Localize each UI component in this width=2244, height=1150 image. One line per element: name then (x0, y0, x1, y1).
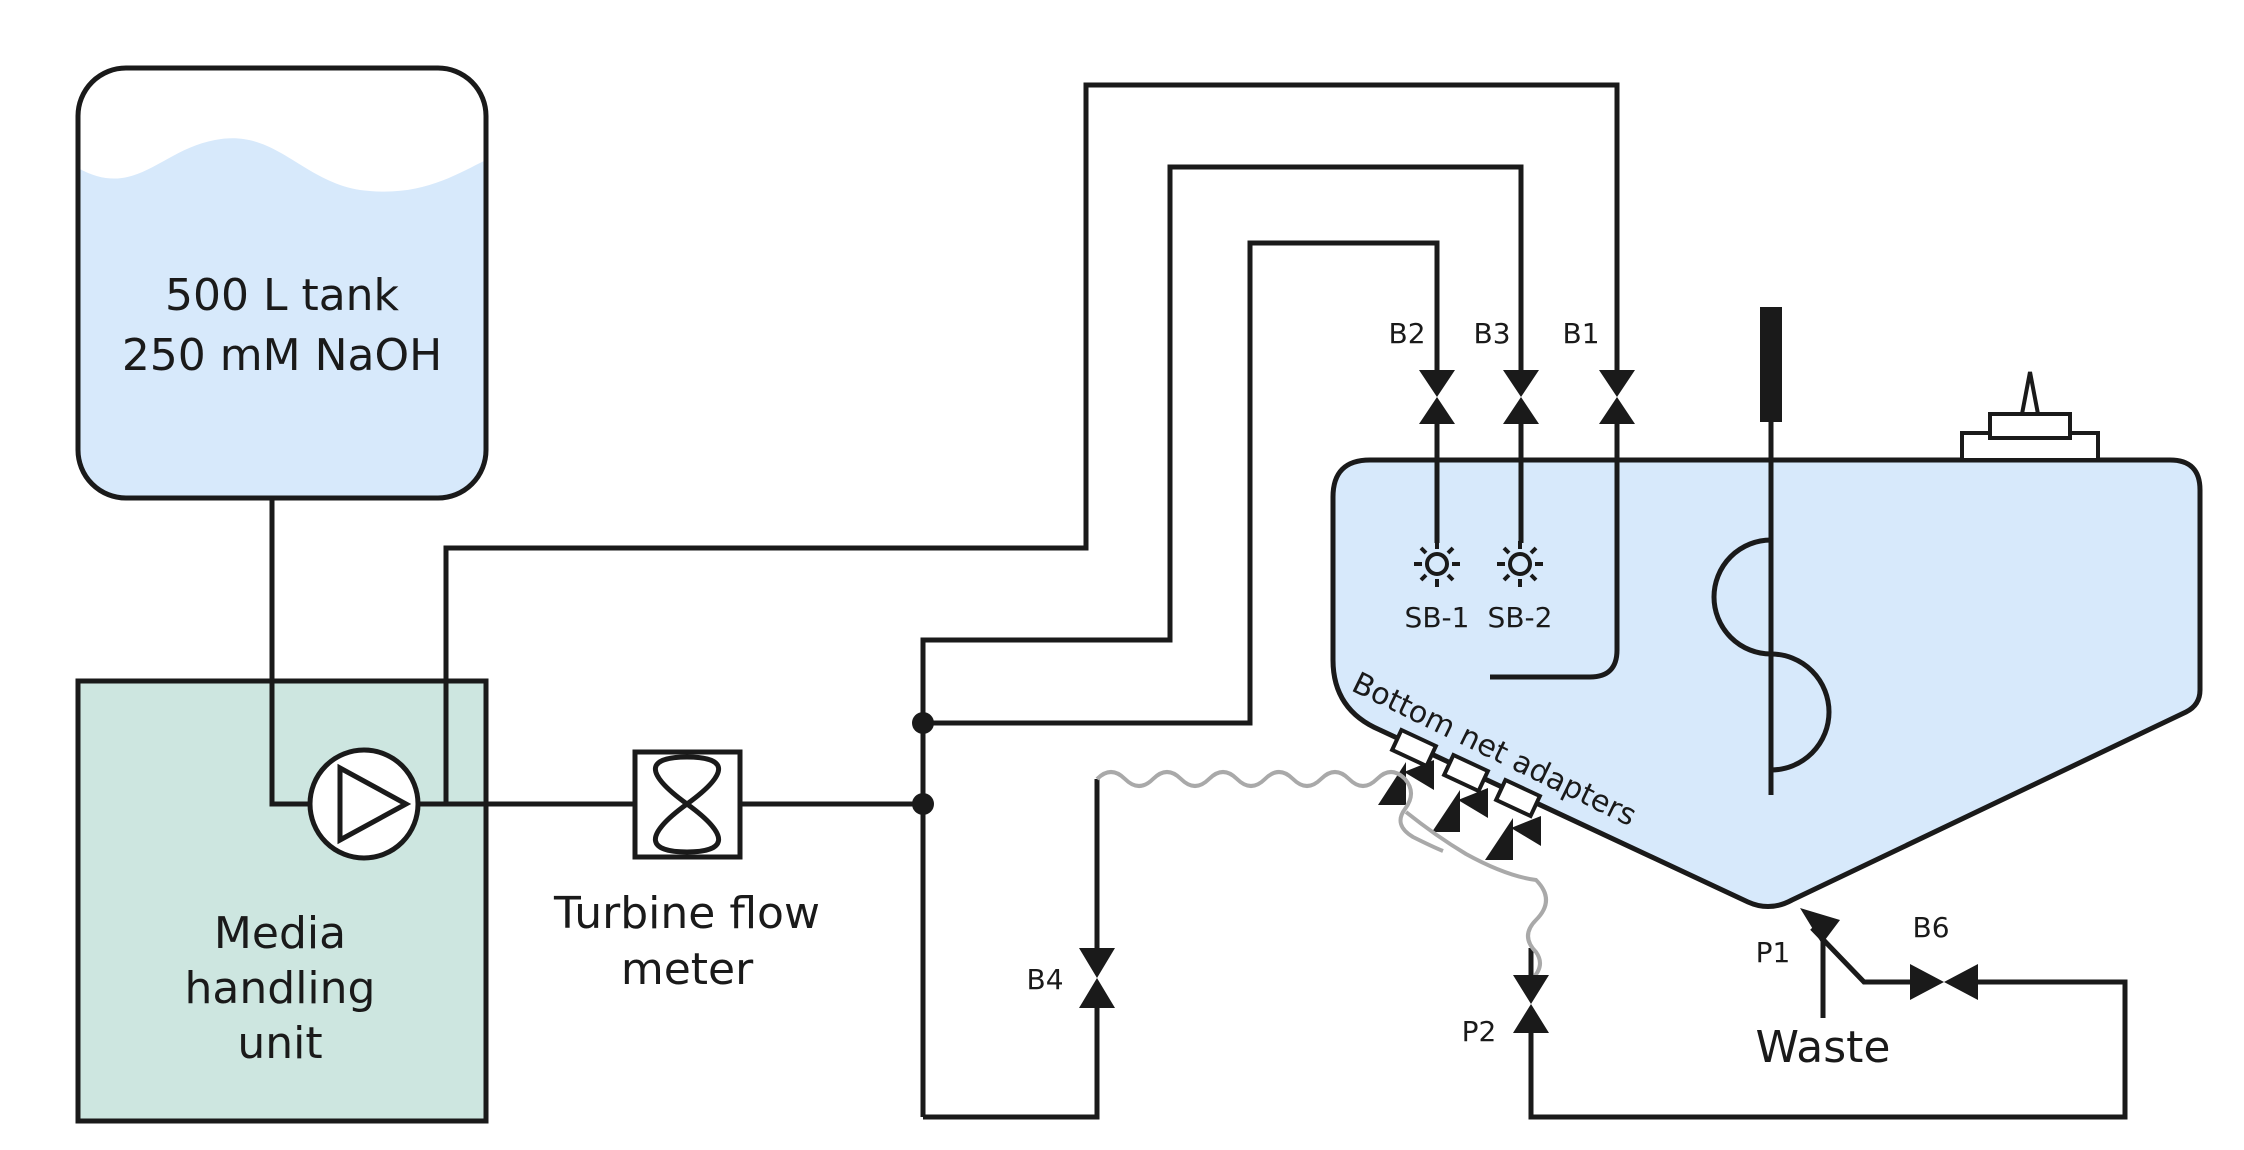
valve-b6[interactable]: B6 (1910, 911, 1978, 1000)
valve-p2-label: P2 (1462, 1015, 1497, 1048)
bioreactor-vessel: SB-1 SB-2 Bottom net adapters (1330, 307, 2203, 909)
pipe-junction (912, 793, 934, 815)
waste-label: Waste (1756, 1022, 1891, 1073)
media-handling-unit: Media handling unit (75, 678, 489, 1124)
valve-icon (1513, 975, 1549, 1033)
turbine-flow-meter-icon: Turbine flow meter (553, 749, 820, 995)
flexible-hoses (1095, 770, 1548, 982)
valve-icon (1910, 964, 1978, 1000)
valve-icon (1419, 370, 1455, 424)
tank-label-line1: 500 L tank (165, 270, 400, 321)
spray-ball-2-label: SB-2 (1488, 601, 1553, 634)
valve-p1-label: P1 (1756, 936, 1791, 969)
naoh-tank: 500 L tank 250 mM NaOH (75, 65, 489, 501)
tank-label-line2: 250 mM NaOH (122, 330, 442, 381)
impeller-icon (1711, 537, 1832, 773)
valve-b1[interactable]: B1 (1562, 317, 1635, 424)
media-unit-label-line2: handling (185, 963, 376, 1014)
valve-icon (1599, 370, 1635, 424)
valve-icon (1800, 908, 1840, 944)
media-unit-label-line3: unit (237, 1018, 322, 1069)
pipework (269, 82, 2128, 1120)
valve-b3[interactable]: B3 (1473, 317, 1539, 424)
valve-b2[interactable]: B2 (1388, 317, 1455, 424)
flow-meter-label-line2: meter (621, 944, 754, 995)
valve-icon (1503, 370, 1539, 424)
pump-icon (307, 747, 421, 861)
spray-ball-1-label: SB-1 (1405, 601, 1470, 634)
valve-b1-label: B1 (1562, 317, 1599, 350)
sterile-filter-icon (1960, 371, 2100, 462)
valve-b4-label: B4 (1026, 963, 1063, 996)
valve-p2[interactable]: P2 (1462, 975, 1549, 1048)
valve-p1[interactable]: P1 (1756, 908, 1840, 969)
flow-meter-label-line1: Turbine flow (553, 888, 820, 939)
valve-b3-label: B3 (1473, 317, 1510, 350)
bottom-net-adapters (1378, 727, 1543, 860)
valve-b4[interactable]: B4 (1026, 948, 1115, 1008)
valve-b2-label: B2 (1388, 317, 1425, 350)
sensor-probe-icon (1760, 307, 1782, 422)
pipe-junction (912, 712, 934, 734)
valve-icon (1079, 948, 1115, 1008)
valve-b6-label: B6 (1912, 911, 1949, 944)
media-unit-label-line1: Media (214, 908, 346, 959)
